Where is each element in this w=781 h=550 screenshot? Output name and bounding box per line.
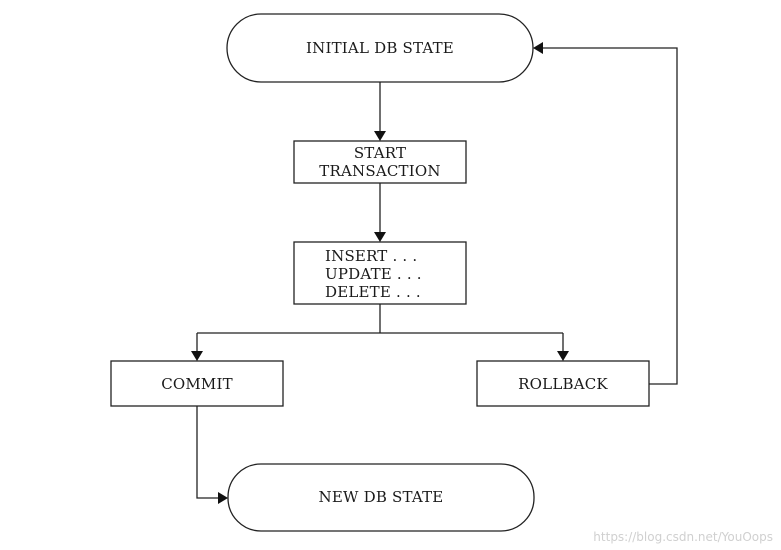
watermark-text: https://blog.csdn.net/YouOops [593,530,773,544]
edge-initial-to-start [374,82,386,141]
new-db-state-node: NEW DB STATE [227,463,535,532]
arrowhead-to-rollback [557,351,569,361]
start-transaction-label-line-2: TRANSACTION [319,162,440,180]
edge-operations-to-branches [191,304,569,361]
operations-insert-label: INSERT . . . [325,247,417,265]
rollback-node: ROLLBACK [476,360,650,407]
initial-db-state-label: INITIAL DB STATE [306,39,454,57]
new-db-state-label: NEW DB STATE [319,488,444,506]
edge-rollback-to-initial [533,42,678,385]
commit-label: COMMIT [161,375,233,393]
edge-commit-to-new-state [196,406,228,504]
rollback-label: ROLLBACK [518,375,608,393]
start-transaction-node: START TRANSACTION [293,140,467,184]
operations-delete-label: DELETE . . . [325,283,421,301]
operations-update-label: UPDATE . . . [325,265,422,283]
commit-node: COMMIT [110,360,284,407]
edge-start-to-operations [374,183,386,242]
arrowhead-to-commit [191,351,203,361]
start-transaction-label-line-1: START [354,144,406,162]
initial-db-state-node: INITIAL DB STATE [226,13,534,83]
operations-node: INSERT . . . UPDATE . . . DELETE . . . [293,241,467,305]
